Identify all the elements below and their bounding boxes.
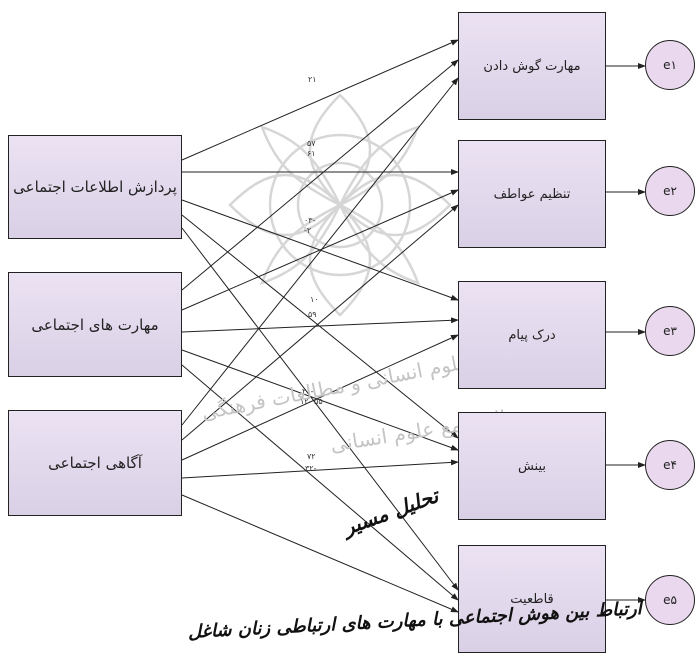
- path-arrow: [181, 39, 459, 161]
- outcome-label: مهارت گوش دادن: [483, 58, 581, 74]
- coefficient-label: ۱۰: [310, 295, 319, 304]
- outcome-box-emotion-regulation: تنظیم عواطف: [458, 140, 606, 248]
- error-term-e5: e۵: [645, 575, 695, 625]
- error-term-e3: e۳: [645, 306, 695, 356]
- path-arrow: [181, 459, 459, 479]
- outcome-label: تنظیم عواطف: [493, 186, 571, 202]
- error-label: e۲: [663, 184, 677, 198]
- error-label: e۵: [663, 593, 677, 607]
- coefficient-label: ۰۳-: [304, 216, 316, 225]
- outcome-label: قاطعیت: [510, 591, 554, 607]
- watermark-ornament: [228, 93, 452, 317]
- outcome-label: بینش: [517, 458, 547, 474]
- coefficient-label: ۱۲- ۵۵: [300, 397, 323, 406]
- error-label: e۱: [663, 58, 677, 72]
- predictor-box-social-skills: مهارت های اجتماعی: [8, 272, 182, 377]
- outcome-box-message-understanding: درک پیام: [458, 281, 606, 389]
- outcome-box-insight: بینش: [458, 412, 606, 520]
- coefficient-label: ۵۹: [308, 310, 317, 319]
- path-arrow: [181, 364, 459, 601]
- path-arrow: [181, 494, 459, 613]
- outcome-box-listening-skill: مهارت گوش دادن: [458, 12, 606, 120]
- path-arrow: [181, 227, 459, 591]
- path-arrow: [181, 317, 459, 333]
- predictor-box-social-awareness: آگاهی اجتماعی: [8, 410, 182, 516]
- path-arrow: [181, 77, 459, 426]
- outcome-label: درک پیام: [508, 327, 556, 343]
- predictor-box-social-information-processing: پردازش اطلاعات اجتماعی: [8, 135, 182, 239]
- coefficient-label: ۲۱-: [302, 387, 314, 396]
- coefficient-label: ۷۲: [307, 452, 316, 461]
- predictor-label: آگاهی اجتماعی: [48, 454, 142, 472]
- coefficient-label: ۳۲-: [305, 464, 317, 473]
- path-arrow: [181, 334, 459, 461]
- coefficient-label: ۶۱: [307, 149, 316, 158]
- error-label: e۴: [663, 458, 677, 472]
- path-arrows: [181, 39, 646, 613]
- coefficient-label: -۲: [304, 226, 311, 235]
- error-term-e2: e۲: [645, 166, 695, 216]
- error-label: e۳: [663, 324, 677, 338]
- path-arrow: [181, 59, 459, 291]
- outcome-box-assertiveness: قاطعیت: [458, 545, 606, 653]
- predictor-label: پردازش اطلاعات اجتماعی: [13, 178, 177, 196]
- path-arrow: [181, 189, 459, 311]
- predictor-label: مهارت های اجتماعی: [31, 315, 159, 334]
- error-term-e1: e۱: [645, 40, 695, 90]
- error-term-e4: e۴: [645, 440, 695, 490]
- coefficient-label: ۲۱: [308, 75, 317, 84]
- path-arrow: [181, 204, 459, 441]
- coefficient-label: ۵۷: [307, 139, 316, 148]
